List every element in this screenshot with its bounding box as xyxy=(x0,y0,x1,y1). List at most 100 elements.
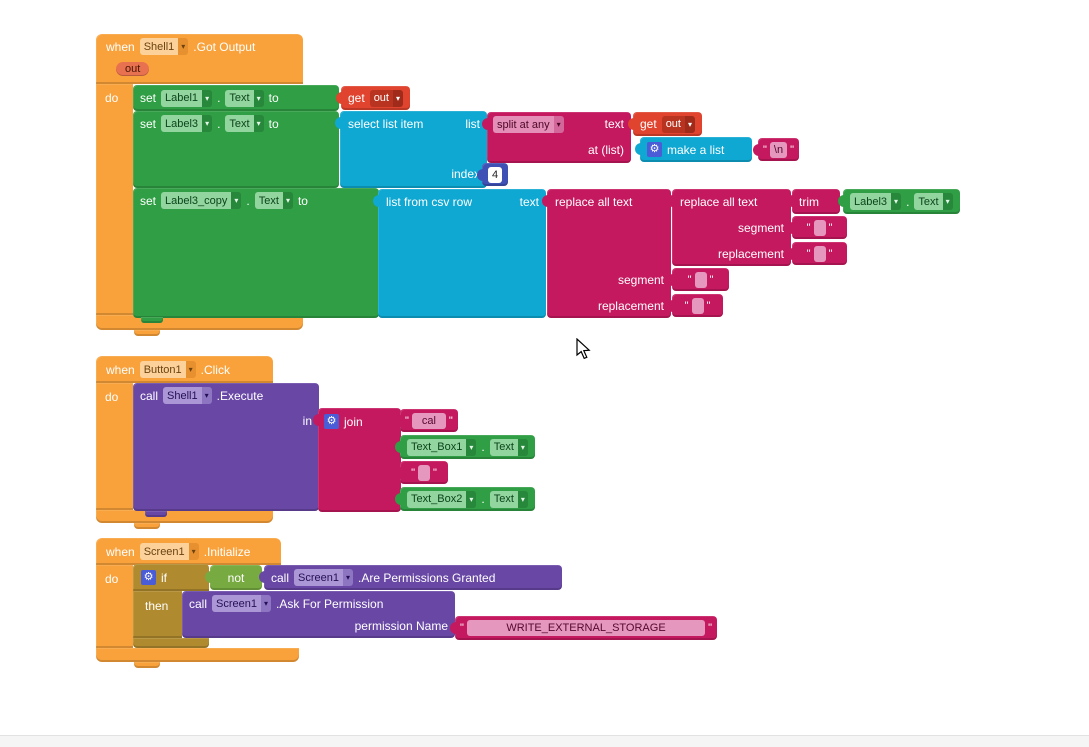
string-replacement-outer-block[interactable]: " " xyxy=(667,294,723,317)
number-field[interactable]: 4 xyxy=(488,166,503,183)
split-mode-dropdown[interactable]: split at any ▾ xyxy=(493,116,564,133)
select-list-item-block[interactable]: select list item list index xyxy=(335,111,487,188)
string-segment-inner-block[interactable]: " " xyxy=(787,216,847,239)
if-block-left-column[interactable]: then xyxy=(133,591,182,638)
dropdown-value: Text xyxy=(225,89,254,107)
select-list-item-label: select list item xyxy=(348,117,424,131)
dot-label: . xyxy=(906,194,910,209)
event-block-bottom[interactable] xyxy=(96,648,299,662)
event-block-left-column[interactable]: do xyxy=(96,565,133,648)
property-dropdown-text[interactable]: Text ▾ xyxy=(489,490,528,508)
string-segment-outer-block[interactable]: " " xyxy=(667,268,729,291)
segment-socket-label: segment xyxy=(737,221,784,235)
get-out-block[interactable]: get out ▾ xyxy=(628,112,702,136)
string-space-block[interactable]: " " xyxy=(395,461,448,484)
dropdown-value: Shell1 xyxy=(163,387,202,404)
to-label: to xyxy=(268,116,279,131)
variable-dropdown-out[interactable]: out ▾ xyxy=(661,115,695,133)
trim-block[interactable]: trim xyxy=(787,189,840,214)
component-dropdown-label3-copy[interactable]: Label3_copy ▾ xyxy=(161,192,242,209)
dot-label: . xyxy=(481,492,485,506)
param-label: out xyxy=(125,63,141,75)
close-quote: " xyxy=(828,221,833,234)
string-write-external-storage-block[interactable]: " WRITE_EXTERNAL_STORAGE " xyxy=(450,616,717,640)
property-dropdown-text[interactable]: Text ▾ xyxy=(225,89,264,107)
component-dropdown-screen1[interactable]: Screen1 ▾ xyxy=(212,595,272,612)
mutator-gear-icon[interactable]: ⚙ xyxy=(324,414,339,429)
call-screen1-ask-for-permission-block[interactable]: call Screen1 ▾ .Ask For Permission permi… xyxy=(182,591,455,638)
string-field[interactable]: cal xyxy=(411,412,446,429)
dropdown-value: Text xyxy=(489,490,518,508)
get-out-block[interactable]: get out ▾ xyxy=(336,86,410,110)
event-block-button1-click-header[interactable]: when Button1 ▾ .Click xyxy=(96,356,273,383)
number-4-block[interactable]: 4 xyxy=(476,163,509,186)
if-block-bottom[interactable] xyxy=(133,638,209,648)
string-field[interactable]: WRITE_EXTERNAL_STORAGE xyxy=(466,620,706,636)
component-dropdown-label1[interactable]: Label1 ▾ xyxy=(161,89,213,107)
replace-all-text-block-inner[interactable]: replace all text segment replacement xyxy=(667,189,791,266)
list-from-csv-row-block[interactable]: list from csv row text xyxy=(373,189,546,318)
call-screen1-are-permissions-granted-block[interactable]: call Screen1 ▾ .Are Permissions Granted xyxy=(259,565,562,590)
dropdown-arrow-icon: ▾ xyxy=(553,116,564,133)
join-label: join xyxy=(344,414,363,429)
variable-dropdown-out[interactable]: out ▾ xyxy=(369,89,403,107)
horizontal-scrollbar[interactable] xyxy=(0,735,1089,747)
event-block-bottom[interactable] xyxy=(96,510,273,523)
component-dropdown-text-box1[interactable]: Text_Box1 ▾ xyxy=(407,438,477,456)
dropdown-value: Screen1 xyxy=(212,595,261,612)
call-block-next-tab xyxy=(145,511,167,517)
close-quote: " xyxy=(433,466,437,479)
label3-text-getter-block[interactable]: Label3 ▾ . Text ▾ xyxy=(838,189,960,214)
string-field[interactable] xyxy=(694,271,707,288)
event-block-left-column[interactable]: do xyxy=(96,84,133,315)
component-dropdown-label3[interactable]: Label3 ▾ xyxy=(161,115,213,132)
string-cal-block[interactable]: " cal " xyxy=(395,409,458,432)
call-label: call xyxy=(140,388,159,403)
component-dropdown-text-box2[interactable]: Text_Box2 ▾ xyxy=(407,490,477,508)
component-dropdown-shell1[interactable]: Shell1 ▾ xyxy=(163,387,212,404)
mouse-cursor xyxy=(576,338,591,360)
in-socket-label: in xyxy=(302,414,312,428)
mutator-gear-icon[interactable]: ⚙ xyxy=(141,570,156,585)
property-dropdown-text[interactable]: Text ▾ xyxy=(914,193,953,210)
split-at-any-block[interactable]: split at any ▾ text at (list) xyxy=(482,112,631,163)
string-replacement-inner-block[interactable]: " " xyxy=(787,242,847,265)
event-block-left-column[interactable]: do xyxy=(96,383,133,510)
join-block[interactable]: ⚙ join xyxy=(313,408,401,512)
replace-all-text-block-outer[interactable]: replace all text segment replacement xyxy=(542,189,671,318)
component-dropdown-shell1[interactable]: Shell1 ▾ xyxy=(139,38,189,55)
when-label: when xyxy=(106,362,135,377)
event-param-out[interactable]: out xyxy=(116,62,150,76)
at-list-socket-label: at (list) xyxy=(588,143,624,157)
event-block-shell1-got-output-header[interactable]: when Shell1 ▾ .Got Output out xyxy=(96,34,303,84)
property-dropdown-text[interactable]: Text ▾ xyxy=(254,192,293,209)
property-dropdown-text[interactable]: Text ▾ xyxy=(225,115,264,132)
not-block[interactable]: not xyxy=(205,565,262,590)
set-label1-text-block[interactable]: set Label1 ▾ . Text ▾ to xyxy=(133,85,339,111)
text-box2-text-getter-block[interactable]: Text_Box2 ▾ . Text ▾ xyxy=(395,487,535,511)
when-label: when xyxy=(106,39,135,54)
property-dropdown-text[interactable]: Text ▾ xyxy=(489,438,528,456)
string-field[interactable]: \n xyxy=(769,141,788,158)
component-dropdown-screen1[interactable]: Screen1 ▾ xyxy=(139,543,199,560)
string-newline-block[interactable]: " \n " xyxy=(753,138,799,161)
make-a-list-block[interactable]: ⚙ make a list xyxy=(635,137,752,162)
component-dropdown-label3[interactable]: Label3 ▾ xyxy=(850,193,902,210)
component-dropdown-button1[interactable]: Button1 ▾ xyxy=(139,361,196,378)
string-field[interactable] xyxy=(813,245,826,262)
string-field[interactable] xyxy=(813,219,826,236)
text-box1-text-getter-block[interactable]: Text_Box1 ▾ . Text ▾ xyxy=(395,435,535,459)
if-block-header[interactable]: ⚙ if xyxy=(133,564,209,591)
call-shell1-execute-block[interactable]: call Shell1 ▾ .Execute in xyxy=(133,383,319,511)
string-field[interactable] xyxy=(691,297,704,314)
mutator-gear-icon[interactable]: ⚙ xyxy=(647,142,662,157)
event-block-screen1-initialize-header[interactable]: when Screen1 ▾ .Initialize xyxy=(96,538,281,565)
set-label3-text-block[interactable]: set Label3 ▾ . Text ▾ to xyxy=(133,111,339,188)
dropdown-value: Text xyxy=(489,438,518,456)
set-label3-copy-text-block[interactable]: set Label3_copy ▾ . Text ▾ to xyxy=(133,188,379,318)
string-field[interactable] xyxy=(418,464,430,481)
dropdown-arrow-icon: ▾ xyxy=(517,438,528,456)
dropdown-value: Label1 xyxy=(161,89,203,107)
component-dropdown-screen1[interactable]: Screen1 ▾ xyxy=(294,569,354,586)
